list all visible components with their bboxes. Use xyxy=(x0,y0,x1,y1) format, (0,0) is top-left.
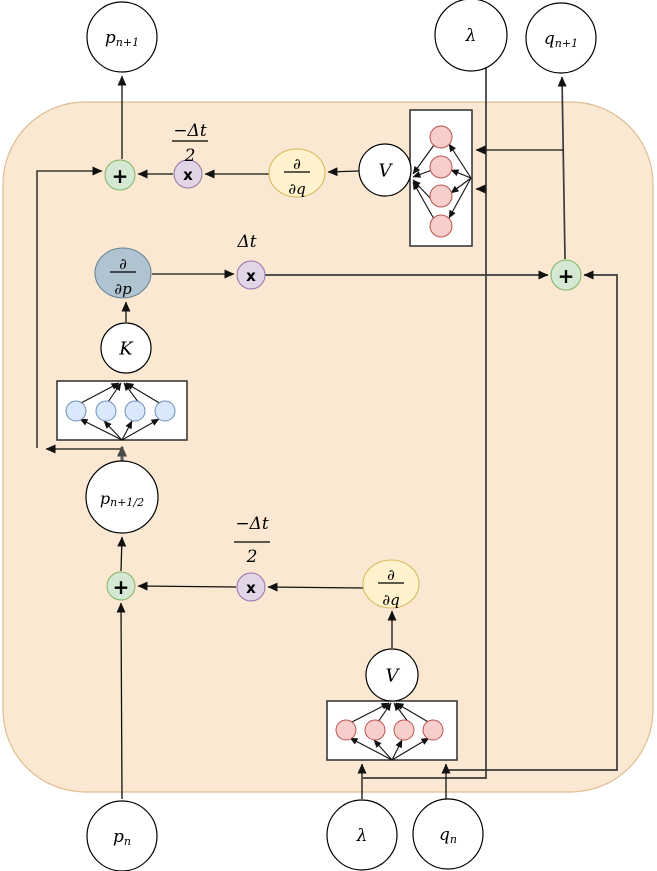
node-q-n: qn xyxy=(412,798,484,870)
ddp-numerator: ∂ xyxy=(119,255,127,273)
nn-mid-neuron xyxy=(154,400,176,422)
node-p-half: pn+1/2 xyxy=(85,460,159,534)
op-times-mid: x xyxy=(236,260,266,290)
node-v-top-label: V xyxy=(379,161,394,182)
op-times-top-label: x xyxy=(183,166,193,184)
node-v-bottom-label: V xyxy=(386,666,401,687)
nn-mid-neuron xyxy=(65,400,87,422)
op-times-top: x xyxy=(173,159,203,189)
node-lambda-top: λ xyxy=(434,0,508,72)
ddq-top-numerator: ∂ xyxy=(293,155,301,173)
node-k-label: K xyxy=(118,339,134,360)
svg-text:qn+1: qn+1 xyxy=(544,29,578,50)
node-v-bottom: V xyxy=(365,648,419,702)
nn-top-neuron xyxy=(429,184,453,208)
nn-mid-output-fan xyxy=(80,382,162,405)
nn-mid-k-network xyxy=(56,380,188,441)
nn-top-v-network xyxy=(409,109,473,247)
node-p-n: pn xyxy=(86,800,158,871)
neg-half-dt-top-numerator: −Δt xyxy=(173,121,207,141)
edge-times-bottom-to-plus-bottom xyxy=(137,581,237,591)
nn-mid-input-fan xyxy=(79,418,160,441)
op-plus-bottom: + xyxy=(106,571,136,601)
op-times-bottom: x xyxy=(236,572,266,602)
neg-half-dt-top-denominator: 2 xyxy=(184,146,196,166)
op-plus-bottom-label: + xyxy=(113,575,130,599)
nn-bottom-neuron xyxy=(393,719,415,741)
nn-top-neuron xyxy=(429,155,453,179)
nn-bottom-neuron xyxy=(422,719,444,741)
node-q-next: qn+1 xyxy=(525,2,597,74)
node-p-half-subscript: n+1/2 xyxy=(110,496,144,509)
node-q-next-subscript: n+1 xyxy=(555,37,578,50)
op-plus-right-label: + xyxy=(558,264,575,288)
label-neg-half-dt-top: −Δt 2 xyxy=(172,121,208,166)
edge-feedback-to-plus-top xyxy=(36,166,103,448)
node-p-next-label: p xyxy=(105,28,116,48)
op-ddq-bottom: ∂ ∂q xyxy=(362,559,420,609)
svg-text:qn: qn xyxy=(439,825,457,846)
nn-bottom-v-network xyxy=(326,700,458,761)
nn-bottom-input-fan xyxy=(349,737,430,761)
edge-plus-right-to-qnext xyxy=(557,76,567,260)
node-p-n-subscript: n xyxy=(124,835,131,848)
nn-bottom-neuron xyxy=(335,719,357,741)
nn-top-neuron xyxy=(429,125,453,149)
nn-top-input-fan xyxy=(448,143,472,219)
node-p-next: pn+1 xyxy=(86,1,158,73)
node-q-next-label: q xyxy=(544,29,555,49)
svg-text:pn+1: pn+1 xyxy=(105,28,139,49)
neg-half-dt-bottom-numerator: −Δt xyxy=(235,514,269,534)
edge-qn-to-plus-right xyxy=(446,270,618,771)
op-ddq-top: ∂ ∂q xyxy=(268,148,326,198)
edge-pn-to-plus-bottom xyxy=(116,602,126,800)
edge-vtop-to-dq-top xyxy=(327,167,360,177)
edge-dq-bottom-to-times-bottom xyxy=(267,582,364,592)
svg-text:pn: pn xyxy=(113,827,131,848)
op-plus-top: + xyxy=(104,159,136,191)
op-times-bottom-label: x xyxy=(246,579,256,597)
ddq-bottom-numerator: ∂ xyxy=(387,566,395,584)
op-ddp: ∂ ∂p xyxy=(94,247,152,299)
edge-plus-bottom-to-phalf xyxy=(117,536,127,572)
node-lambda-bottom: λ xyxy=(326,799,398,871)
edge-lambda-top-line xyxy=(363,68,487,779)
nn-mid-neuron xyxy=(95,400,117,422)
node-q-n-label: q xyxy=(439,825,450,845)
nn-mid-neuron xyxy=(124,400,146,422)
nn-bottom-neuron xyxy=(364,719,386,741)
ddp-denominator: ∂p xyxy=(114,280,132,298)
node-p-n-label: p xyxy=(113,827,124,847)
label-neg-half-dt-bottom: −Δt 2 xyxy=(234,514,270,567)
nn-top-neuron xyxy=(429,214,453,238)
node-lambda-top-label: λ xyxy=(465,26,477,46)
node-q-n-subscript: n xyxy=(450,833,457,846)
integrator-step-container xyxy=(2,101,654,793)
node-p-half-label: p xyxy=(100,489,110,508)
node-lambda-bottom-label: λ xyxy=(356,826,368,846)
node-p-next-subscript: n+1 xyxy=(116,36,139,49)
svg-text:pn+1/2: pn+1/2 xyxy=(100,489,144,509)
nn-bottom-output-fan xyxy=(349,702,431,724)
label-dt: Δt xyxy=(236,232,256,252)
node-v-top: V xyxy=(358,143,412,197)
op-plus-right: + xyxy=(550,259,582,291)
op-times-mid-label: x xyxy=(246,267,256,285)
ddq-bottom-denominator: ∂q xyxy=(382,591,399,609)
node-k: K xyxy=(100,322,152,374)
neg-half-dt-bottom-denominator: 2 xyxy=(246,547,258,567)
op-plus-top-label: + xyxy=(112,164,129,188)
ddq-top-denominator: ∂q xyxy=(288,180,305,198)
